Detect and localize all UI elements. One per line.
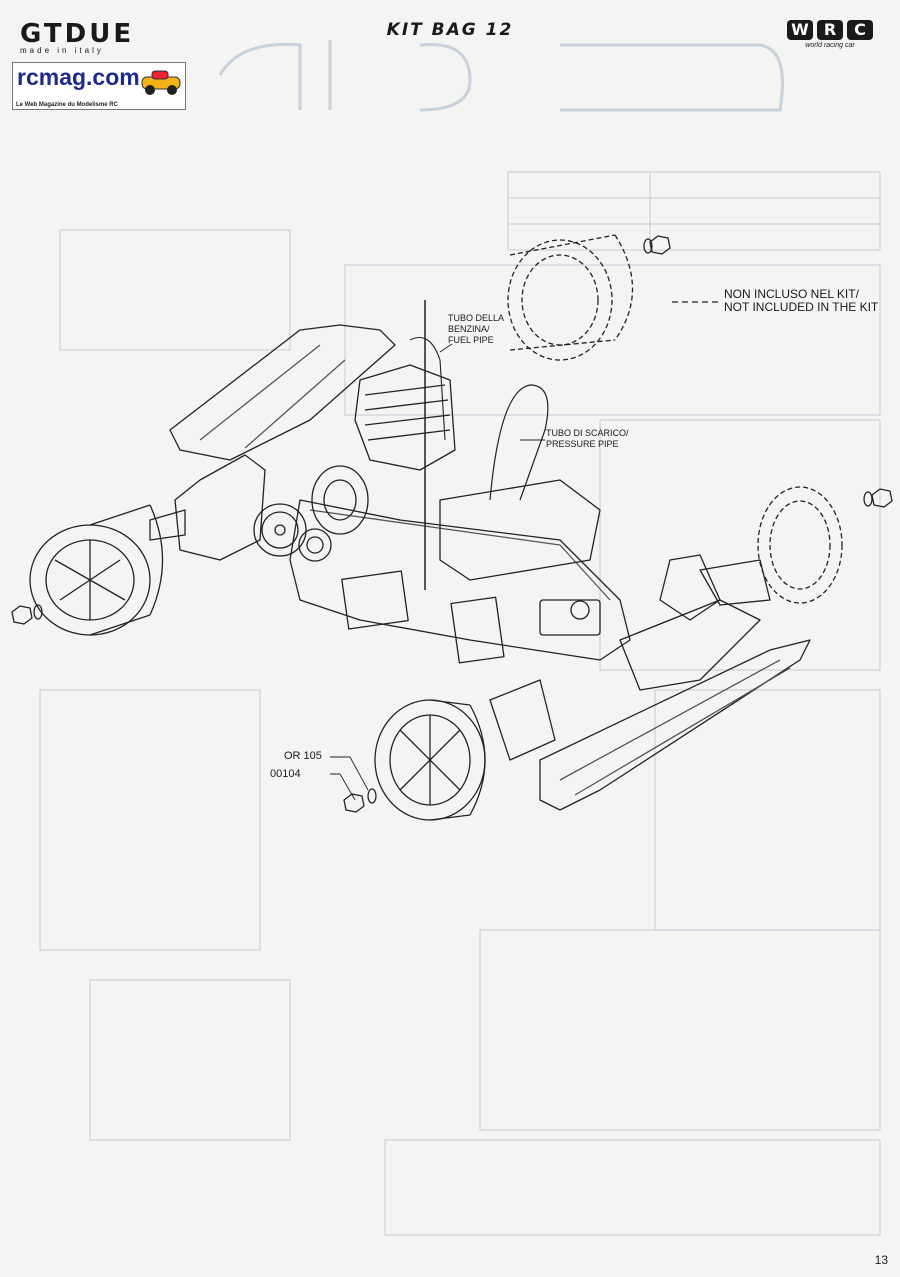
wheel-nut-front-right: [863, 488, 893, 508]
wrc-letter-r: R: [817, 20, 843, 40]
gtdue-logo: GTDUE made in italy: [20, 19, 135, 55]
rcmag-watermark: rcmag.com Le Web Magazine du Modelisme R…: [12, 62, 186, 110]
fuel-tank: [439, 479, 601, 581]
part-label-or105: OR 105: [284, 750, 322, 762]
background-bleed: [39, 40, 881, 1236]
wrc-logo: W R C world racing car: [782, 20, 878, 49]
page-header: GTDUE made in italy KIT BAG 12 W R C wor…: [0, 0, 900, 60]
rear-gearbox: [174, 454, 266, 561]
wrc-letter-w: W: [787, 20, 813, 40]
pressure-pipe-label: TUBO DI SCARICO/ PRESSURE PIPE: [546, 428, 629, 449]
front-right-wheel: [757, 486, 843, 604]
part-label-00104: 00104: [270, 768, 301, 780]
front-suspension: [489, 554, 771, 761]
brand-name: GTDUE: [20, 19, 135, 49]
wheel-nut-rear-right: [643, 235, 671, 255]
rear-right-wheel: [507, 234, 634, 361]
wrc-letter-c: C: [847, 20, 873, 40]
not-included-label: NON INCLUSO NEL KIT/ NOT INCLUDED IN THE…: [724, 287, 879, 314]
brand-subtitle: made in italy: [20, 46, 104, 55]
fuel-pipe-label: TUBO DELLA BENZINA/ FUEL PIPE: [448, 313, 505, 345]
watermark-subtitle: Le Web Magazine du Modelisme RC: [16, 102, 118, 108]
watermark-site: rcmag.com: [17, 64, 140, 90]
rear-left-wheel: [29, 504, 164, 636]
page-title: KIT BAG 12: [386, 20, 514, 40]
spur-gear: [253, 503, 307, 557]
front-left-wheel: [374, 699, 486, 821]
front-bumper: [539, 639, 811, 811]
top-deck: [169, 324, 396, 461]
wrc-tagline: world racing car: [805, 42, 855, 49]
radio-box: [341, 570, 409, 630]
chassis-plate: [289, 499, 631, 661]
wheel-nut-front-left: [343, 788, 377, 813]
page-number: 13: [874, 1253, 888, 1267]
wheel-nut-rear-left: [11, 604, 43, 625]
engine: [311, 364, 456, 535]
rc-car-icon: [141, 70, 181, 95]
